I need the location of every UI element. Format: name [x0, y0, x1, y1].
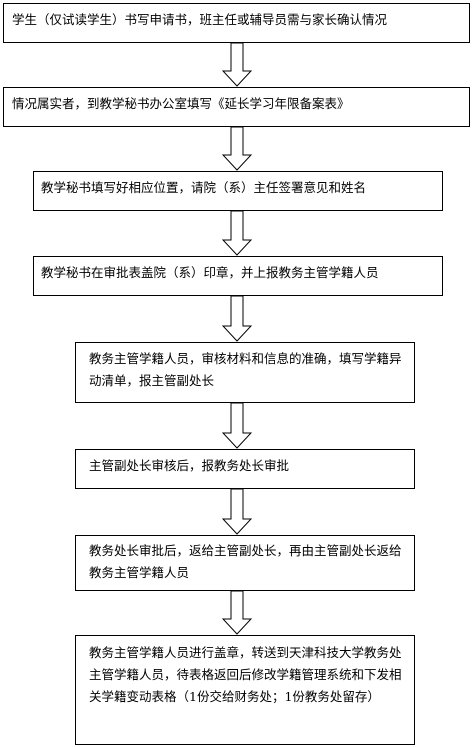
step-3-box: 教学秘书填写好相应位置，请院（系）主任签署意见和姓名 — [33, 171, 443, 211]
step-4-text: 教学秘书在审批表盖院（系）印章，并上报教务主管学籍人员 — [41, 265, 379, 280]
arrow-1-icon — [222, 43, 252, 87]
step-7-text: 教务处长审批后，返给主管副处长，再由主管副处长返给教务主管学籍人员 — [89, 543, 402, 580]
step-7-box: 教务处长审批后，返给主管副处长，再由主管副处长返给教务主管学籍人员 — [75, 535, 415, 591]
step-3-text: 教学秘书填写好相应位置，请院（系）主任签署意见和姓名 — [41, 180, 367, 195]
step-1-box: 学生（仅试读学生）书写申请书，班主任或辅导员需与家长确认情况 — [3, 3, 470, 43]
step-5-text: 教务主管学籍人员，审核材料和信息的准确，填写学籍异动清单，报主管副处长 — [89, 351, 402, 388]
step-5-box: 教务主管学籍人员，审核材料和信息的准确，填写学籍异动清单，报主管副处长 — [75, 342, 415, 403]
arrow-6-icon — [222, 489, 252, 535]
step-1-text: 学生（仅试读学生）书写申请书，班主任或辅导员需与家长确认情况 — [12, 12, 388, 27]
arrow-3-icon — [222, 211, 252, 256]
step-4-box: 教学秘书在审批表盖院（系）印章，并上报教务主管学籍人员 — [33, 256, 443, 296]
step-6-text: 主管副处长审核后，报教务处长审批 — [89, 458, 290, 473]
step-2-text: 情况属实者，到教学秘书办公室填写《延长学习年限备案表》 — [12, 96, 350, 111]
step-8-box: 教务主管学籍人员进行盖章，转送到天津科技大学教务处主管学籍人员，待表格返回后修改… — [75, 635, 415, 745]
arrow-7-icon — [222, 591, 252, 635]
step-6-box: 主管副处长审核后，报教务处长审批 — [75, 449, 415, 489]
arrow-4-icon — [222, 296, 252, 342]
arrow-2-icon — [222, 127, 252, 171]
step-8-text: 教务主管学籍人员进行盖章，转送到天津科技大学教务处主管学籍人员，待表格返回后修改… — [89, 645, 402, 704]
step-2-box: 情况属实者，到教学秘书办公室填写《延长学习年限备案表》 — [3, 87, 470, 127]
arrow-5-icon — [222, 403, 252, 449]
